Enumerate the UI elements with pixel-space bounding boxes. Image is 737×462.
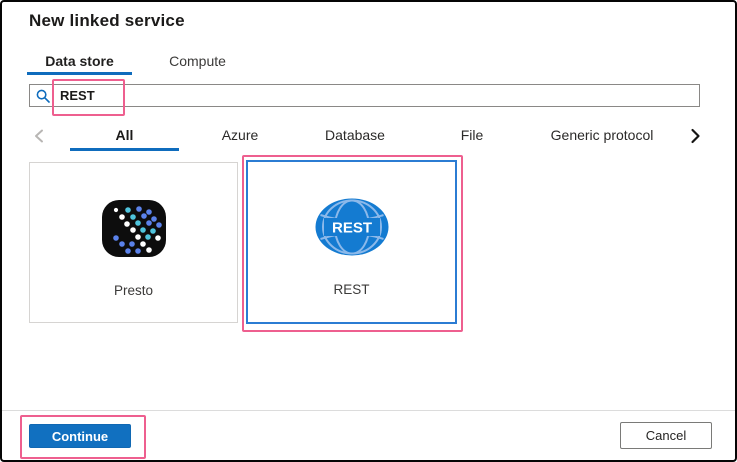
chevron-left-icon — [35, 129, 43, 143]
continue-button[interactable]: Continue — [29, 424, 131, 448]
category-tab-all[interactable]: All — [70, 123, 179, 151]
category-tab-azure[interactable]: Azure — [221, 127, 259, 143]
search-input[interactable] — [60, 88, 699, 103]
card-label-rest: REST — [333, 282, 370, 297]
search-box — [29, 84, 700, 107]
category-tab-database[interactable]: Database — [325, 127, 385, 143]
tab-data-store[interactable]: Data store — [27, 50, 132, 75]
categories-scroll-right-button[interactable] — [686, 124, 704, 148]
category-tab-file[interactable]: File — [460, 127, 484, 143]
card-label-presto: Presto — [113, 283, 154, 298]
presto-logo-icon — [101, 200, 166, 257]
rest-globe-icon-text: REST — [331, 220, 371, 237]
footer-divider — [2, 410, 735, 411]
search-icon — [36, 89, 50, 103]
connector-card-presto[interactable]: Presto — [29, 162, 238, 323]
category-tab-generic-protocol[interactable]: Generic protocol — [550, 127, 654, 143]
rest-globe-icon: REST — [315, 198, 388, 256]
categories-scroll-left-button[interactable] — [30, 124, 48, 148]
cancel-button[interactable]: Cancel — [620, 422, 712, 449]
chevron-right-icon — [690, 128, 700, 144]
page-title: New linked service — [29, 11, 185, 30]
tab-compute[interactable]: Compute — [169, 53, 226, 69]
connector-card-rest[interactable]: REST REST — [246, 160, 457, 324]
